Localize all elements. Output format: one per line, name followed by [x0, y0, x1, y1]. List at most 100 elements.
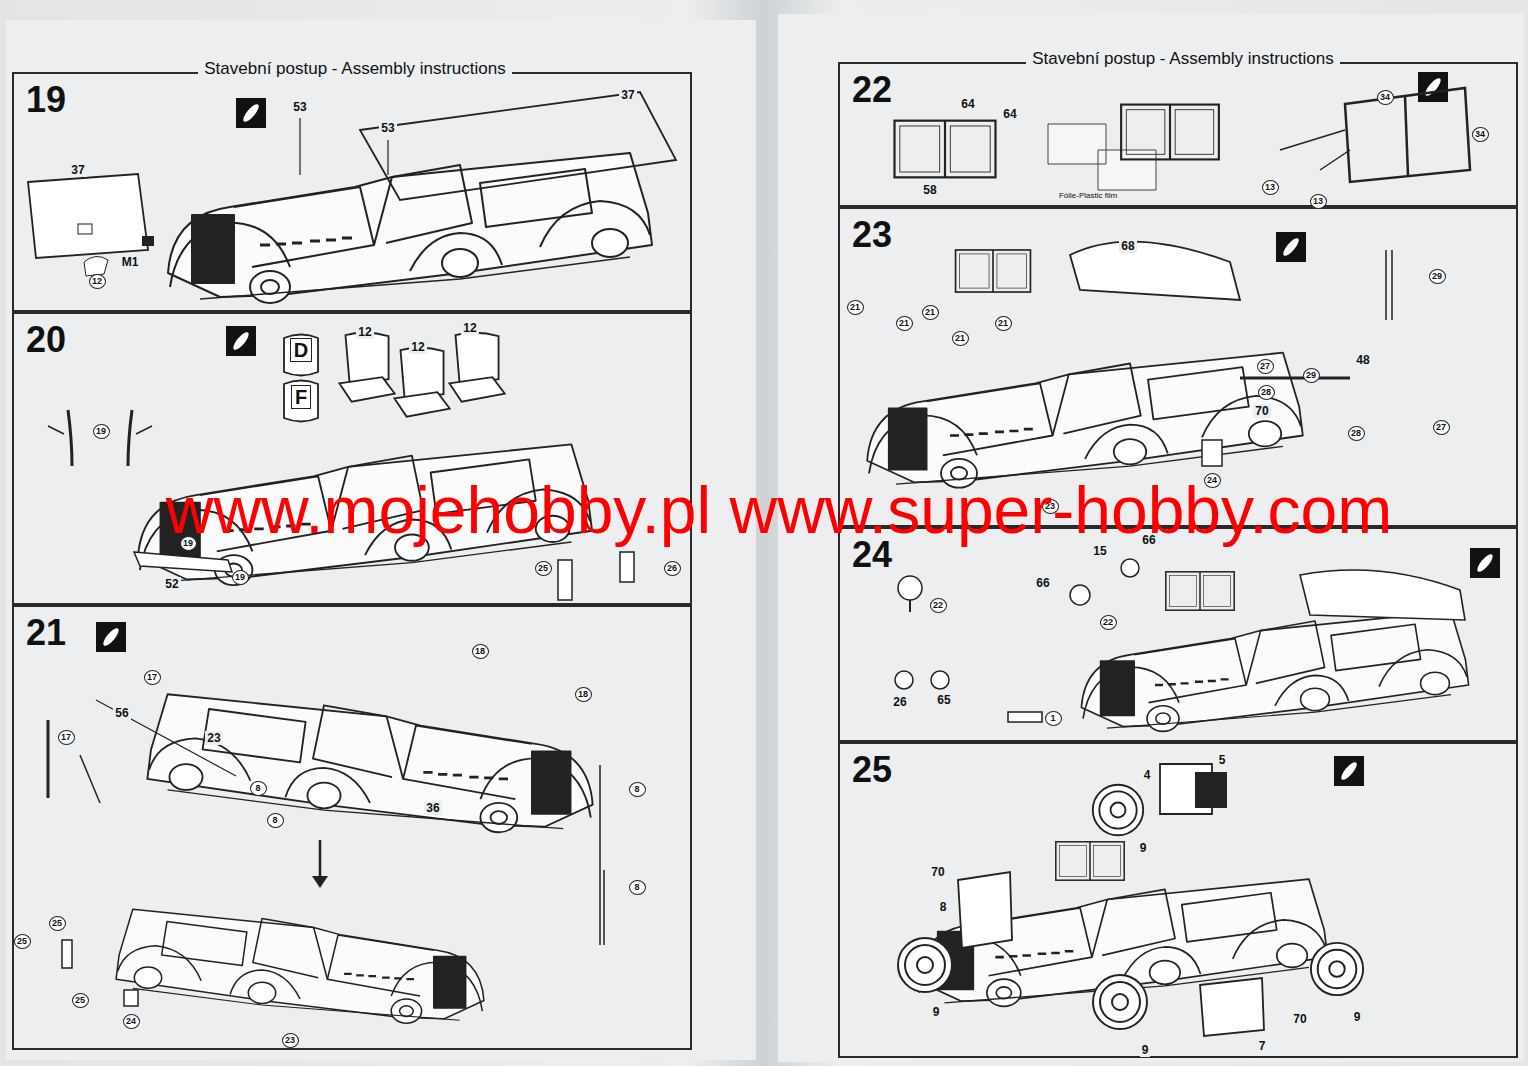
drawing-part [1276, 232, 1306, 262]
drawing-part [1166, 572, 1234, 610]
drawing-part [226, 326, 256, 356]
drawing-part [558, 560, 572, 600]
drawing-part [284, 381, 318, 422]
part-number: 36 [424, 801, 441, 815]
step-number: 23 [852, 217, 892, 253]
drawing-part [1048, 124, 1156, 190]
header-text: Stavební postup - Assembly instructions [198, 60, 511, 77]
drawing-part [78, 224, 92, 234]
part-number: 23 [205, 731, 222, 745]
step-panel: 22 [838, 62, 1518, 207]
drawing-part [600, 765, 604, 945]
callout-number: 19 [93, 424, 110, 439]
drawing-part [300, 118, 388, 175]
callout-number: 13 [1310, 194, 1327, 209]
callout-number: 21 [952, 331, 969, 346]
drawing-part [1070, 585, 1090, 605]
drawing-part [62, 940, 72, 968]
callout-number: 27 [1257, 359, 1274, 374]
part-number: 70 [1253, 404, 1270, 418]
drawing-part [956, 250, 1031, 292]
step-number: 21 [26, 615, 66, 651]
part-number: 70 [929, 865, 946, 879]
callout-number: 21 [995, 316, 1012, 331]
drawing-part [1121, 559, 1139, 577]
drawing-part [895, 121, 996, 178]
drawing-part [1121, 105, 1219, 160]
drawing-part [80, 755, 100, 803]
part-number: 26 [891, 695, 908, 709]
drawing-part [360, 92, 676, 200]
part-number: 56 [113, 706, 130, 720]
drawing-part [28, 174, 148, 258]
step-panel: 19 [12, 72, 692, 312]
drawing-part [895, 671, 913, 689]
part-number: 9 [1140, 1043, 1151, 1057]
part-number: 70 [1291, 1012, 1308, 1026]
part-number: 12 [356, 325, 373, 339]
drawing-part [931, 671, 949, 689]
drawing-part [1056, 842, 1124, 880]
drawing-part [394, 348, 449, 417]
drawing-part [168, 153, 652, 303]
drawing-part [1240, 377, 1350, 380]
callout-number: 18 [575, 687, 592, 702]
callout-number: 8 [250, 781, 267, 796]
callout-number: 22 [1100, 615, 1117, 630]
part-number: 15 [1091, 544, 1108, 558]
drawing-part [620, 552, 634, 582]
drawing-part [47, 720, 50, 798]
part-number: M1 [120, 255, 141, 269]
callout-number: 34 [1472, 127, 1489, 142]
drawing-part [1300, 570, 1465, 620]
drawing-part [1345, 88, 1470, 182]
drawing-part [96, 700, 236, 776]
part-number: 68 [1119, 239, 1136, 253]
part-number: 37 [619, 88, 636, 102]
drawing-part [134, 552, 232, 572]
callout-number: 28 [1258, 385, 1275, 400]
part-number: 5 [1217, 753, 1228, 767]
step-number: 19 [26, 82, 66, 118]
part-number: 53 [379, 121, 396, 135]
drawing-part [68, 410, 132, 466]
drawing-part [1334, 756, 1364, 786]
drawing-part [116, 909, 484, 1023]
part-number: 53 [291, 100, 308, 114]
callout-number: 24 [123, 1014, 140, 1029]
part-number: 9 [1352, 1010, 1363, 1024]
callout-number: 21 [896, 316, 913, 331]
drawing-part [1081, 611, 1468, 731]
callout-number: 8 [629, 880, 646, 895]
part-number: 7 [1257, 1039, 1268, 1053]
callout-number: 25 [535, 561, 552, 576]
drawing-part [124, 990, 138, 1006]
drawing-part [1200, 978, 1264, 1036]
callout-number: 18 [472, 644, 489, 659]
part-number: 58 [921, 183, 938, 197]
callout-number: 29 [1429, 269, 1446, 284]
part-number: 9 [1138, 841, 1149, 855]
header-text: Stavební postup - Assembly instructions [1026, 50, 1339, 67]
callout-number: 25 [14, 934, 31, 949]
drawing-part [1405, 96, 1408, 176]
drawing-part [236, 98, 266, 128]
drawing-part [1386, 250, 1392, 320]
drawing-part [1008, 712, 1042, 722]
part-number: 37 [69, 163, 86, 177]
drawing-part [1093, 785, 1143, 835]
drawing-part [1311, 943, 1363, 995]
step-number: 22 [852, 72, 892, 108]
callout-number: 28 [1348, 426, 1365, 441]
drawing-part [1070, 242, 1240, 300]
part-number: 64 [1001, 107, 1018, 121]
callout-number: 8 [267, 813, 284, 828]
part-number: 12 [409, 340, 426, 354]
callout-number: 8 [629, 782, 646, 797]
step-panel: 20 [12, 312, 692, 605]
drawing-part [958, 872, 1012, 948]
watermark: www.mojehobby.pl www.super-hobby.com [166, 477, 1392, 543]
callout-number: 29 [1303, 368, 1320, 383]
step-number: 25 [852, 752, 892, 788]
note-text: Fólie-Plastic film [1058, 192, 1118, 200]
